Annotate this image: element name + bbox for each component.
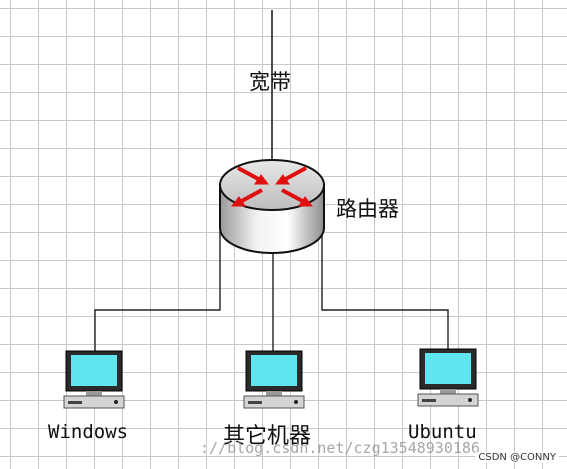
ubuntu-label: Ubuntu	[408, 421, 477, 443]
watermark-text: ://blog.csdn.net/czg13548930186	[200, 439, 480, 457]
link-ubuntu	[321, 228, 449, 350]
ubuntu-computer-icon	[417, 348, 479, 407]
router-label: 路由器	[336, 197, 399, 221]
windows-computer-icon	[63, 350, 125, 409]
router-icon	[219, 159, 325, 254]
credit-text: CSDN @CONNY	[475, 452, 559, 463]
other-label: 其它机器	[223, 424, 312, 449]
broadband-label: 宽带	[249, 70, 291, 94]
other-computer-icon	[243, 350, 305, 409]
link-windows	[94, 228, 221, 352]
windows-label: Windows	[48, 421, 129, 443]
